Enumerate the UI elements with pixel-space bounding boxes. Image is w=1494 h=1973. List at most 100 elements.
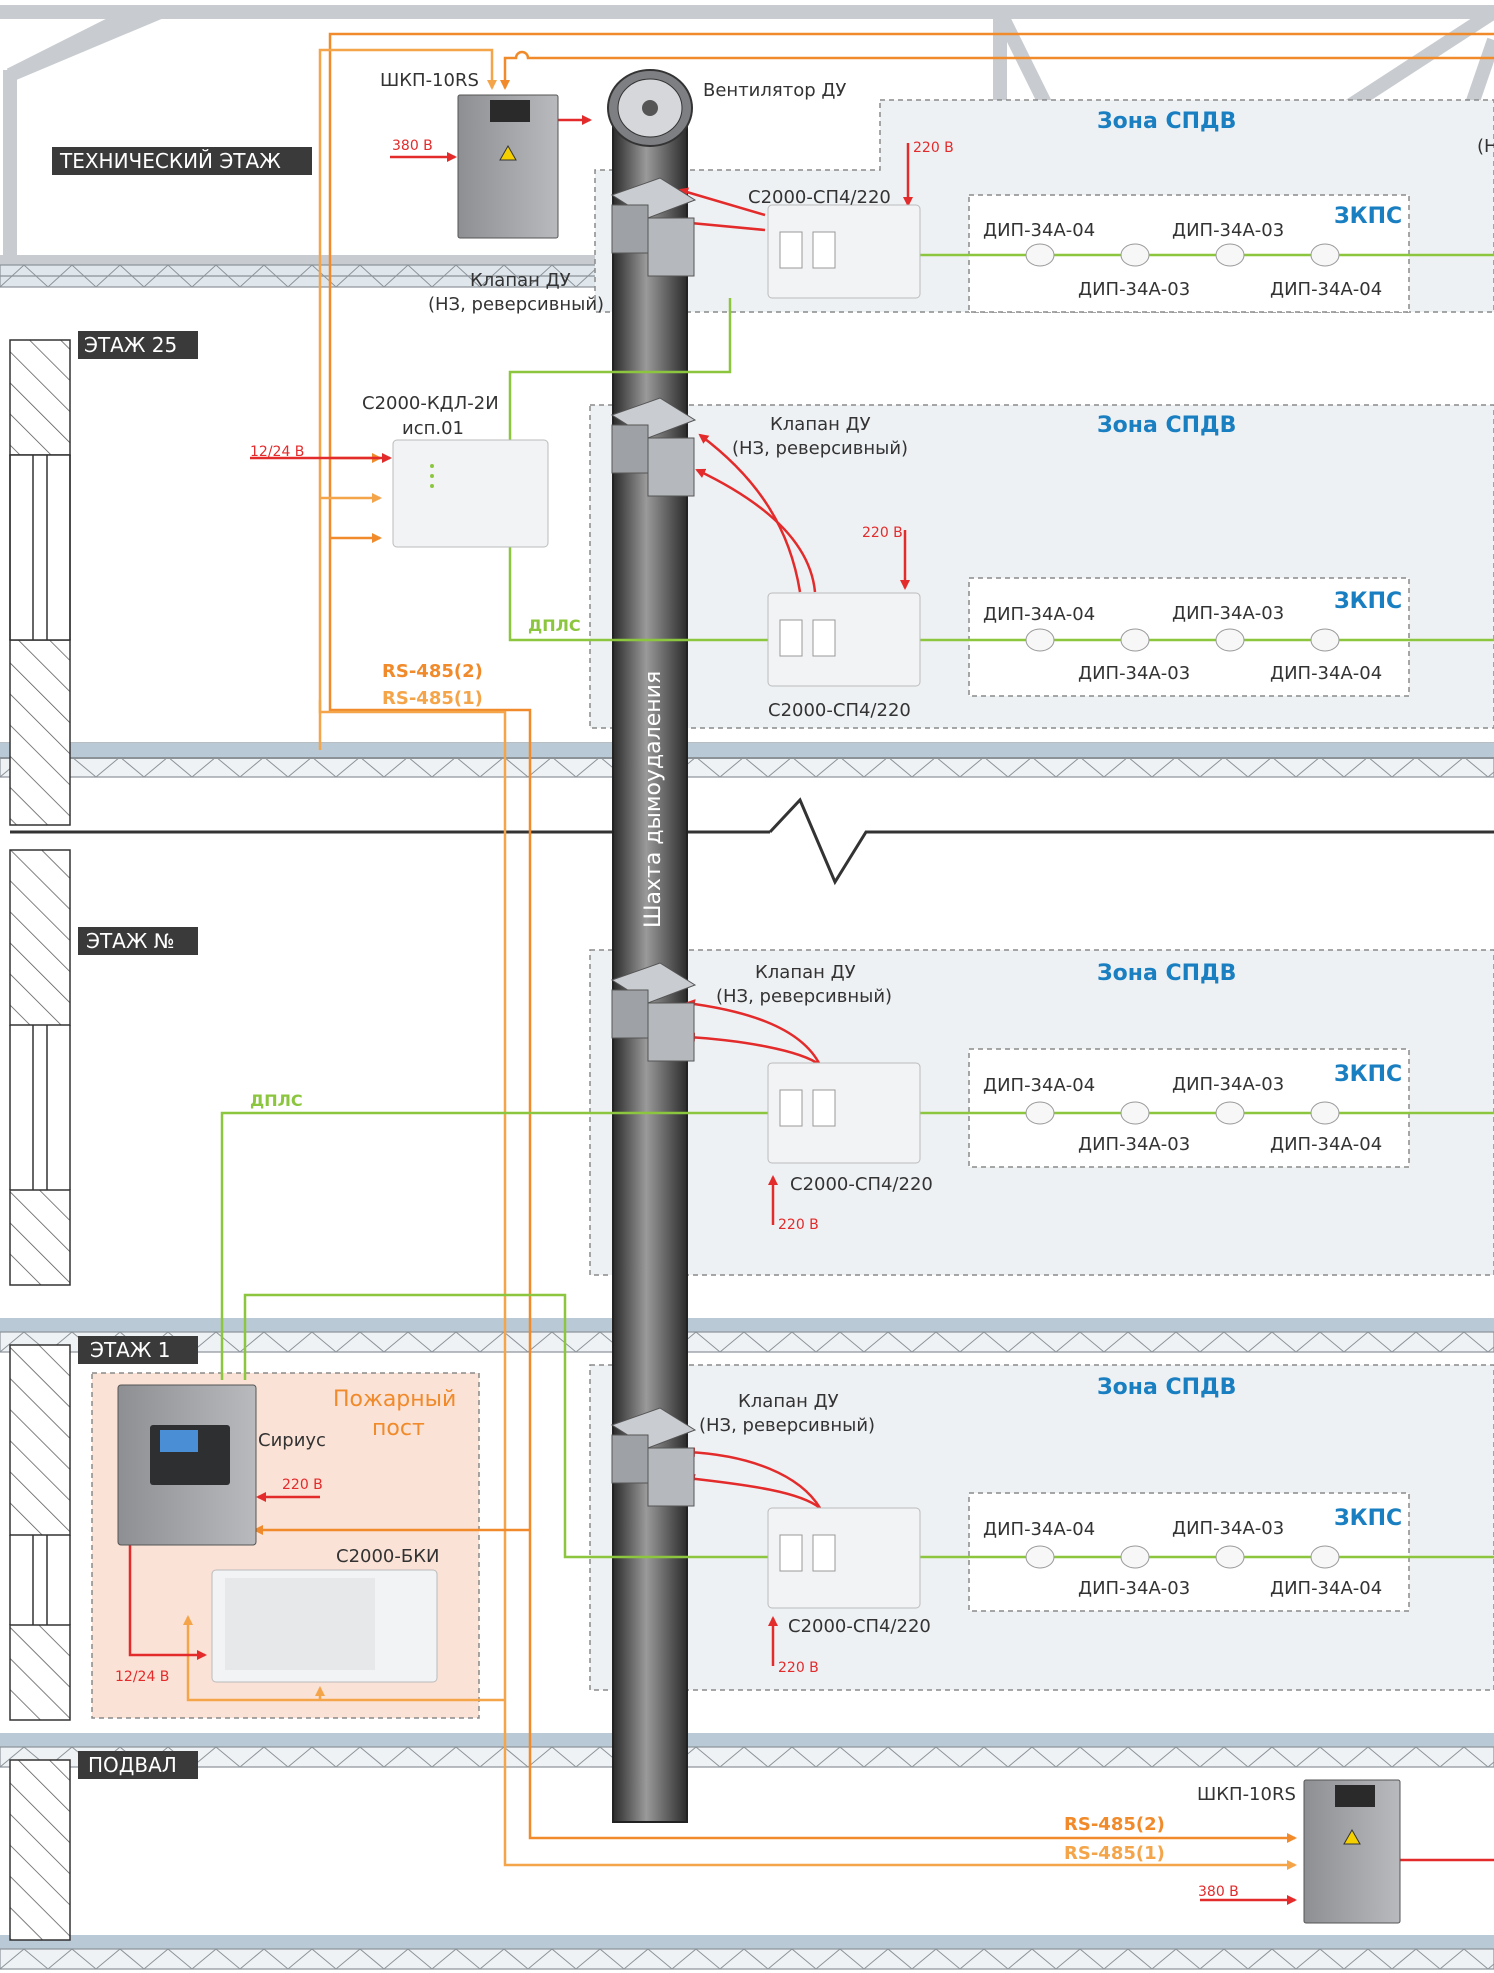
valve-1-label-1: Клапан ДУ <box>738 1391 839 1412</box>
power-label-220-sirius: 220 В <box>282 1477 323 1493</box>
dip-label-25-3: ДИП-34А-03 <box>1078 663 1190 684</box>
sp4-label-tech: С2000-СП4/220 <box>748 187 891 208</box>
shkp-bottom-label: ШКП-10RS <box>1197 1784 1296 1805</box>
shkp-cabinet-bottom <box>1303 1779 1401 1924</box>
fire-post-label-2: пост <box>372 1416 425 1441</box>
dip-label-25-4: ДИП-34А-04 <box>1270 663 1382 684</box>
zkps-title-25: ЗКПС <box>1334 589 1402 614</box>
truss-zigzag <box>0 1331 1494 1353</box>
smoke-detector <box>1025 243 1055 267</box>
valve-n-label-2: (НЗ, реверсивный) <box>716 986 892 1007</box>
smoke-detector <box>1310 628 1340 652</box>
zone-title-tech: Зона СПДВ <box>1097 109 1236 134</box>
smoke-detector <box>1025 628 1055 652</box>
valve-tech <box>610 177 697 277</box>
floor-label-25: ЭТАЖ 25 <box>78 331 198 359</box>
slab-f25-bottom <box>0 743 1494 757</box>
sp4-block-tech <box>767 204 921 299</box>
smoke-detector <box>1310 243 1340 267</box>
dip-label-25-1: ДИП-34А-04 <box>983 604 1095 625</box>
slab-n-bottom <box>0 1318 1494 1353</box>
fan-label: Вентилятор ДУ <box>703 80 846 101</box>
dip-label-1-3: ДИП-34А-03 <box>1078 1578 1190 1599</box>
detector-labels: ДИП-34А-04 ДИП-34А-03 ДИП-34А-03 ДИП-34А… <box>983 220 1382 1599</box>
dpls-wiring <box>220 253 1494 1559</box>
valve-n <box>610 962 697 1062</box>
truss-zigzag <box>0 1746 1494 1768</box>
dip-label-n-2: ДИП-34А-03 <box>1172 1074 1284 1095</box>
power-label-220-tech: 220 В <box>913 140 954 156</box>
rs485-2-label-bottom: RS-485(2) <box>1064 1814 1165 1835</box>
valve-1 <box>610 1407 697 1507</box>
valve-tech-label-1: Клапан ДУ <box>470 270 571 291</box>
sirius-panel <box>117 1384 257 1546</box>
valve-n-label-1: Клапан ДУ <box>755 962 856 983</box>
smoke-detector <box>1310 1545 1340 1569</box>
dpls-label-25: ДПЛС <box>528 616 581 635</box>
zkps-title-1: ЗКПС <box>1334 1506 1402 1531</box>
fan-device <box>607 69 693 147</box>
shaft-label: Шахта дымоудаления <box>641 671 666 928</box>
dip-label-1-2: ДИП-34А-03 <box>1172 1518 1284 1539</box>
zone-title-1: Зона СПДВ <box>1097 1375 1236 1400</box>
valve-25-label-1: Клапан ДУ <box>770 414 871 435</box>
shkp-top-label: ШКП-10RS <box>380 70 479 91</box>
rs485-wiring <box>183 32 1494 1865</box>
slab-1-bottom <box>0 1733 1494 1768</box>
dip-label-tech-1: ДИП-34А-04 <box>983 220 1095 241</box>
kdl-block <box>392 439 549 548</box>
valve-25 <box>610 397 697 497</box>
smoke-detector <box>1120 243 1150 267</box>
sp4-block-1 <box>767 1507 921 1609</box>
smoke-detector <box>1215 1545 1245 1569</box>
dip-label-n-1: ДИП-34А-04 <box>983 1075 1095 1096</box>
sp4-label-1: С2000-СП4/220 <box>788 1616 931 1637</box>
sp4-label-n: С2000-СП4/220 <box>790 1174 933 1195</box>
rs485-1-label-top: RS-485(1) <box>382 688 483 709</box>
valve-25-label-2: (НЗ, реверсивный) <box>732 438 908 459</box>
fire-post-label-1: Пожарный <box>333 1387 456 1412</box>
truss-zigzag <box>0 1948 1494 1970</box>
truss-zigzag <box>0 756 1494 778</box>
rs485-2-label-top: RS-485(2) <box>382 661 483 682</box>
valve-tech-label-2: (НЗ, реверсивный) <box>428 294 604 315</box>
svg-text:ЭТАЖ 1: ЭТАЖ 1 <box>90 1338 171 1362</box>
valve-1-label-2: (НЗ, реверсивный) <box>699 1415 875 1436</box>
smoke-detector <box>1120 1545 1150 1569</box>
dip-label-tech-3: ДИП-34А-03 <box>1078 279 1190 300</box>
power-label-380-bottom: 380 В <box>1198 1884 1239 1900</box>
sp4-label-25: С2000-СП4/220 <box>768 700 911 721</box>
smoke-detector <box>1025 1545 1055 1569</box>
floor-label-n: ЭТАЖ № <box>78 927 198 955</box>
zone-clipped-text: (Н <box>1477 136 1494 157</box>
dip-label-1-1: ДИП-34А-04 <box>983 1519 1095 1540</box>
break-line <box>10 797 1494 886</box>
kdl-label-2: исп.01 <box>402 418 464 439</box>
dip-label-25-2: ДИП-34А-03 <box>1172 603 1284 624</box>
dip-label-n-4: ДИП-34А-04 <box>1270 1134 1382 1155</box>
svg-text:ТЕХНИЧЕСКИЙ ЭТАЖ: ТЕХНИЧЕСКИЙ ЭТАЖ <box>59 149 281 173</box>
slab-basement-bottom <box>0 1935 1494 1970</box>
power-wiring <box>128 115 1494 1905</box>
power-label-220-25: 220 В <box>862 525 903 541</box>
sp4-block-n <box>767 1062 921 1164</box>
shkp-cabinet-top <box>457 94 559 239</box>
detectors <box>1025 243 1340 1569</box>
zkps-title-n: ЗКПС <box>1334 1062 1402 1087</box>
smoke-detector <box>1120 1101 1150 1125</box>
dip-label-tech-2: ДИП-34А-03 <box>1172 220 1284 241</box>
smoke-detector <box>1215 628 1245 652</box>
power-label-220-1: 220 В <box>778 1660 819 1676</box>
bki-label: С2000-БКИ <box>336 1546 439 1567</box>
svg-text:ПОДВАЛ: ПОДВАЛ <box>88 1753 177 1777</box>
dpls-label-n: ДПЛС <box>250 1091 303 1110</box>
zone-title-n: Зона СПДВ <box>1097 961 1236 986</box>
dip-label-1-4: ДИП-34А-04 <box>1270 1578 1382 1599</box>
dip-label-n-3: ДИП-34А-03 <box>1078 1134 1190 1155</box>
smoke-shaft <box>612 109 688 1823</box>
dip-label-tech-4: ДИП-34А-04 <box>1270 279 1382 300</box>
svg-text:ЭТАЖ 25: ЭТАЖ 25 <box>84 333 177 357</box>
zone-title-25: Зона СПДВ <box>1097 413 1236 438</box>
bki-panel <box>211 1569 438 1683</box>
